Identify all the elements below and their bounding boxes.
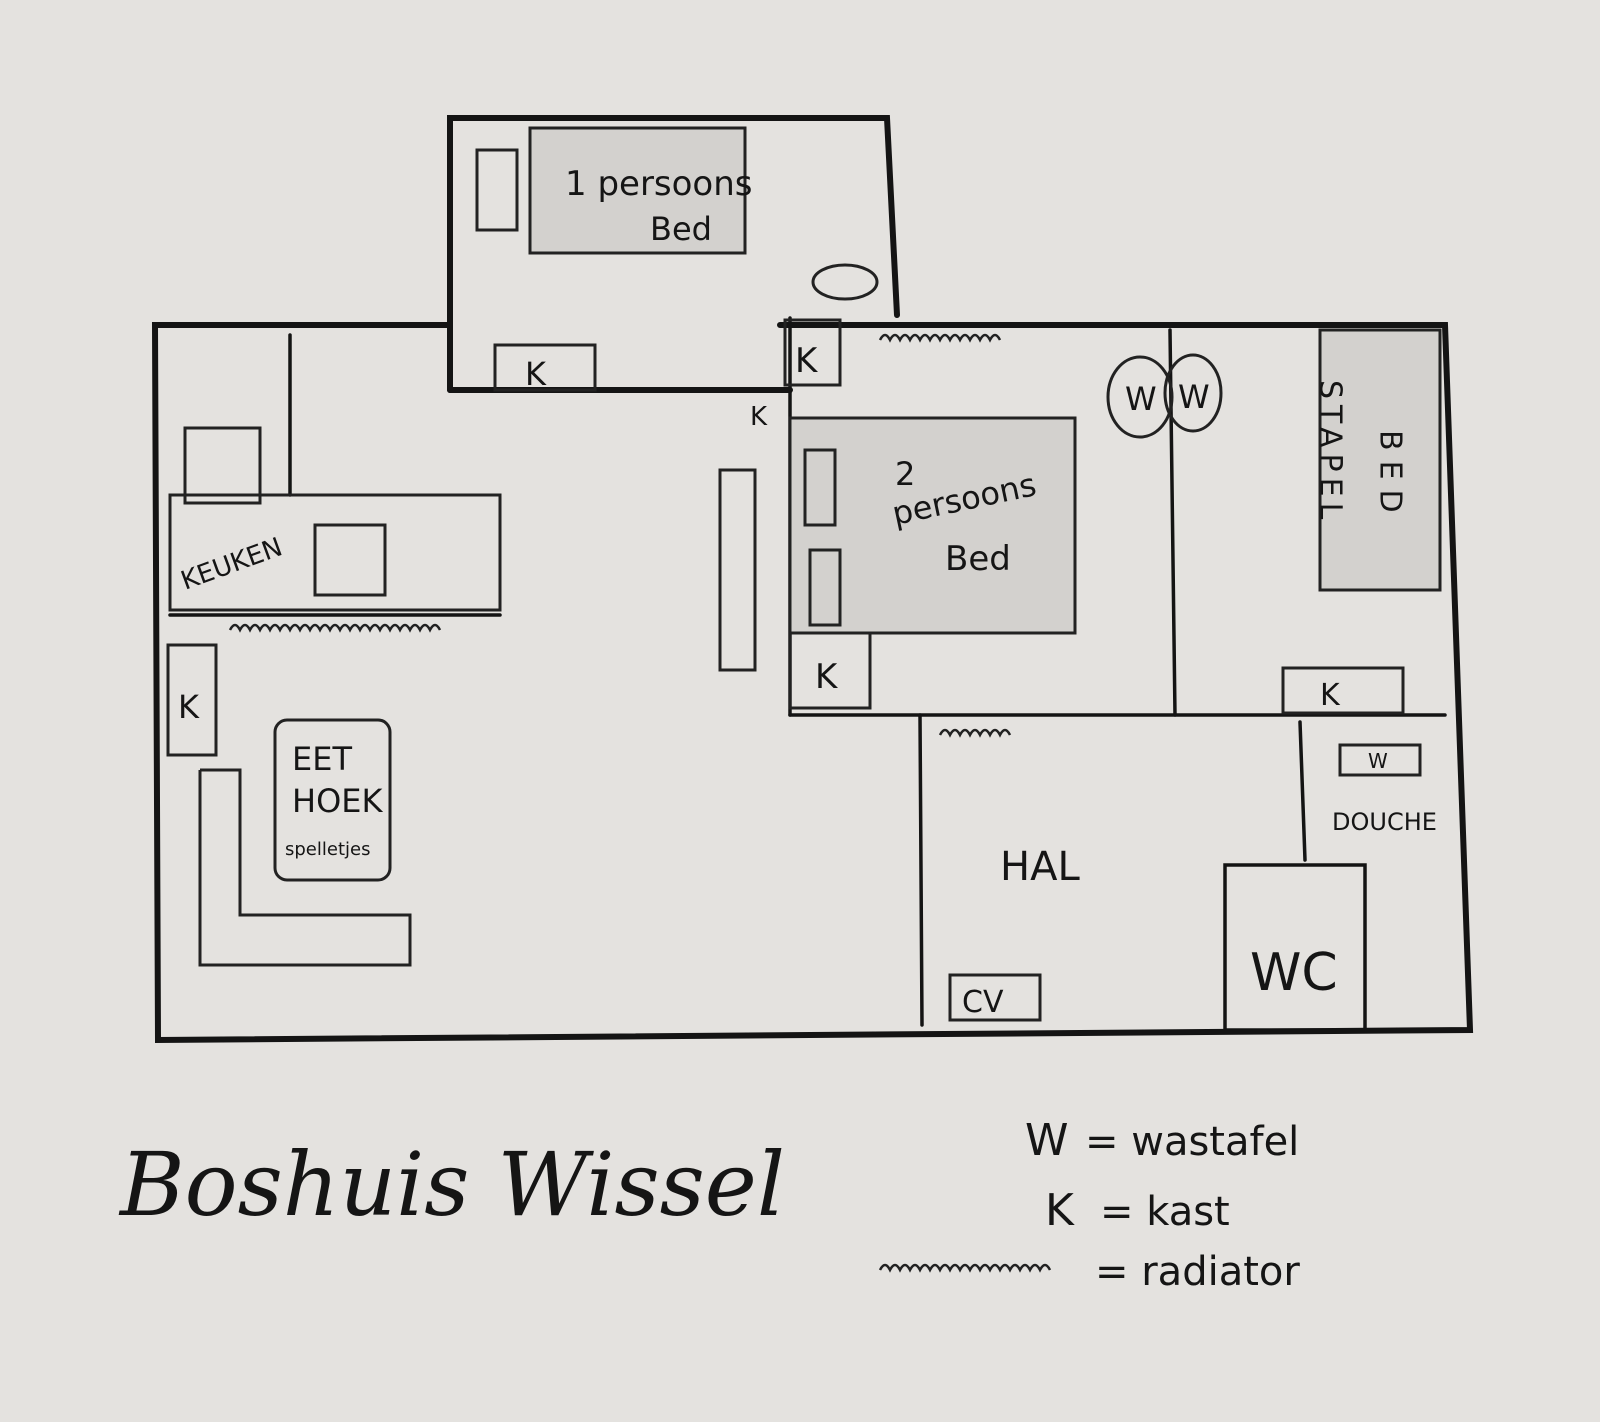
pillow xyxy=(475,148,519,232)
label-bunk-1: STAPEL xyxy=(1313,380,1348,525)
closet xyxy=(493,343,597,392)
bunk-bed xyxy=(1318,328,1442,592)
legend-text-w: = wastafel xyxy=(1085,1119,1299,1165)
legend-symbol-w: W xyxy=(1025,1115,1069,1166)
double-bed xyxy=(788,416,1077,635)
label-double-bed-3: Bed xyxy=(945,539,1011,579)
piano xyxy=(718,468,757,672)
label-dining-1: EET xyxy=(292,740,352,778)
boiler xyxy=(948,973,1042,1022)
closet xyxy=(166,643,218,757)
label-hall: HAL xyxy=(1000,844,1080,890)
label-shower: DOUCHE xyxy=(1332,808,1437,836)
radiator-marks xyxy=(228,333,1052,1273)
closet-marker: K xyxy=(795,341,819,381)
closet xyxy=(788,631,872,710)
sink-shape xyxy=(811,263,879,301)
closet-marker: K xyxy=(178,688,200,726)
label-double-bed-1: 2 xyxy=(895,455,915,493)
pillow xyxy=(803,448,837,527)
pillow xyxy=(808,548,842,627)
sink-shape xyxy=(1106,355,1174,439)
single-bed xyxy=(528,126,747,255)
legend: W = wastafel K = kast = radiator xyxy=(1025,1115,1300,1295)
label-boiler: CV xyxy=(962,985,1004,1020)
label-dining-2: HOEK xyxy=(292,782,383,820)
plan-title: Boshuis Wissel xyxy=(118,1133,785,1236)
dining-table xyxy=(273,718,392,882)
shower-sink xyxy=(1338,743,1422,777)
legend-symbol-k: K xyxy=(1045,1185,1075,1236)
legend-text-radiator: = radiator xyxy=(1095,1249,1300,1295)
sink-marker: W xyxy=(1178,378,1210,416)
sink-marker: W xyxy=(1368,749,1388,773)
closet-marker: K xyxy=(815,657,839,697)
closet xyxy=(1281,666,1405,715)
stove xyxy=(183,426,262,505)
closet-marker: K xyxy=(1320,678,1341,713)
closet-marker: K xyxy=(525,355,547,393)
label-dining-3: spelletjes xyxy=(285,839,370,860)
label-kitchen: KEUKEN xyxy=(177,532,286,596)
closet xyxy=(783,318,842,387)
furniture xyxy=(166,126,1442,1022)
label-toilet: WC xyxy=(1250,943,1338,1003)
legend-text-k: = kast xyxy=(1100,1189,1230,1235)
closet-marker: K xyxy=(750,402,768,432)
counter xyxy=(168,493,502,612)
sink-shape xyxy=(1163,353,1223,433)
sink-marker: W xyxy=(1125,380,1157,418)
label-single-bed-2: Bed xyxy=(650,210,712,248)
label-bunk-2: BED xyxy=(1373,430,1408,523)
corner-sofa xyxy=(198,768,412,967)
label-single-bed-1: 1 persoons xyxy=(565,164,753,204)
sink xyxy=(313,523,387,597)
